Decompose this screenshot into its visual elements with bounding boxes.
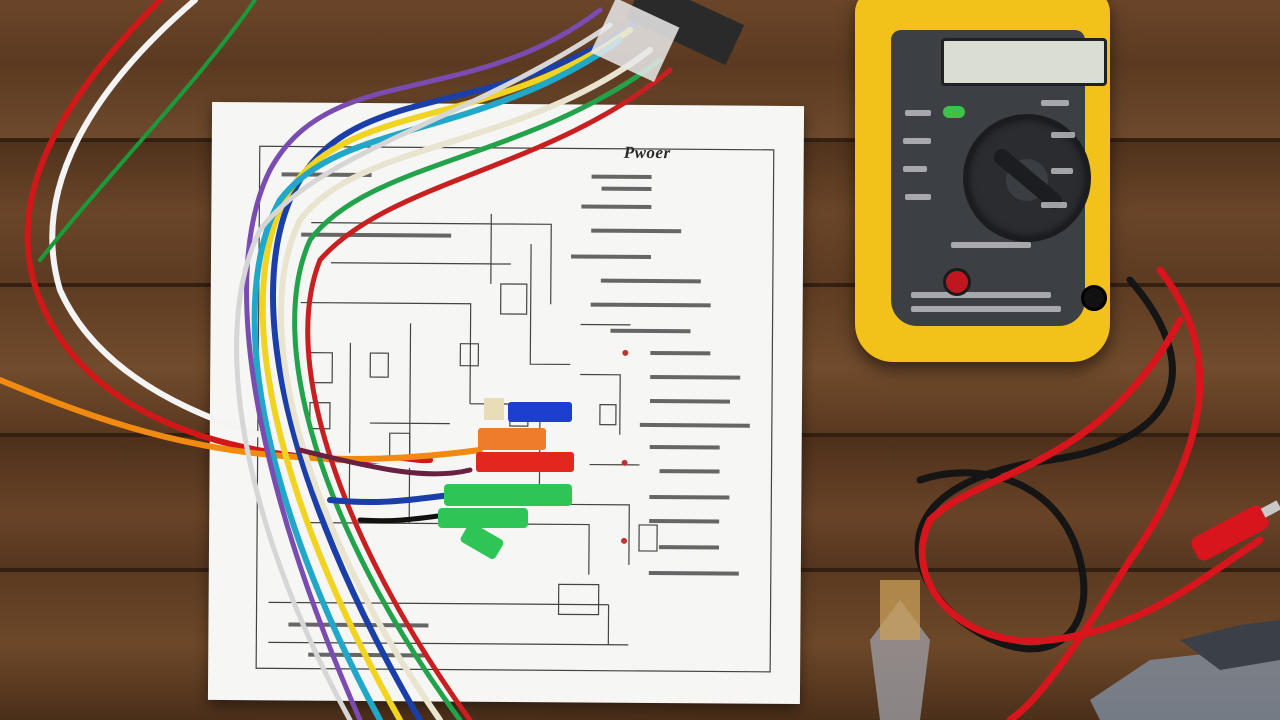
dial-marking <box>1051 132 1075 138</box>
dial-marking <box>951 242 1031 248</box>
connector-icon <box>590 0 745 82</box>
probe-jack-red <box>943 268 971 296</box>
dial-marking <box>911 292 1051 298</box>
dial-marking <box>905 194 931 200</box>
dial-marking <box>905 110 931 116</box>
multimeter-display <box>941 38 1107 86</box>
probe-jack-black <box>1081 285 1107 311</box>
dial-marking <box>911 306 1061 312</box>
multimeter-icon <box>855 0 1110 362</box>
dial-marking <box>1051 168 1073 174</box>
dial-marking <box>1041 202 1067 208</box>
power-button <box>943 106 965 118</box>
dial-marking <box>903 138 931 144</box>
pliers-icon <box>870 580 1280 720</box>
multimeter-face <box>891 30 1107 326</box>
dial-marking <box>903 166 927 172</box>
dial-marking <box>1041 100 1069 106</box>
